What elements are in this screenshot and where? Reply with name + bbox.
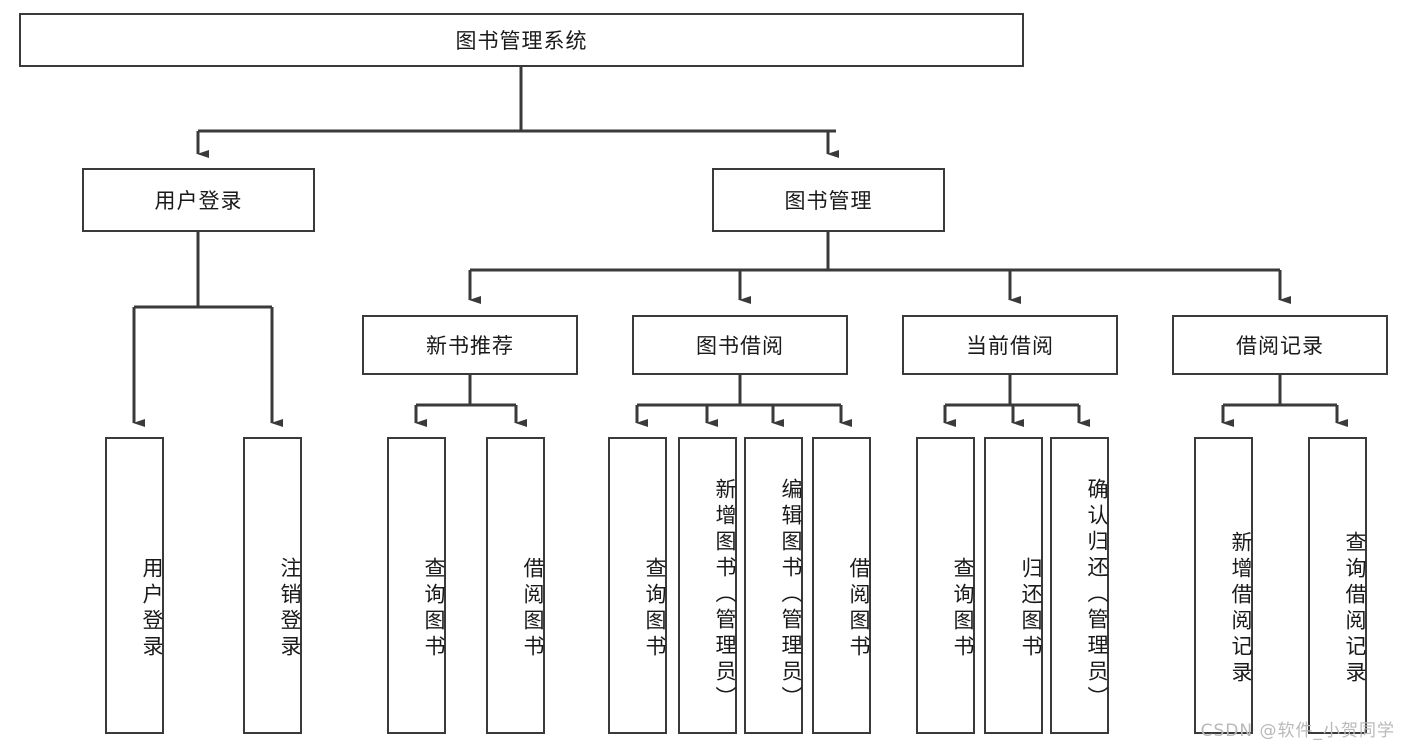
leaf-edit-book[interactable]: 编辑图书（管理员）	[744, 437, 803, 734]
leaf-logout[interactable]: 注销登录	[243, 437, 302, 734]
leaf-add-record[interactable]: 新增借阅记录	[1194, 437, 1253, 734]
csdn-watermark: CSDN @软件_小贺同学	[1200, 721, 1395, 741]
leaf-borrow-book-2[interactable]: 借阅图书	[812, 437, 871, 734]
leaf-query-record[interactable]: 查询借阅记录	[1308, 437, 1367, 734]
leaf-query-book-3[interactable]: 查询图书	[916, 437, 975, 734]
leaf-borrow-book-1[interactable]: 借阅图书	[486, 437, 545, 734]
node-borrow-record[interactable]: 借阅记录	[1172, 315, 1388, 375]
node-user-login[interactable]: 用户登录	[82, 168, 315, 232]
node-root[interactable]: 图书管理系统	[19, 13, 1024, 67]
leaf-return-book[interactable]: 归还图书	[984, 437, 1043, 734]
node-book-borrow[interactable]: 图书借阅	[632, 315, 848, 375]
node-book-manage[interactable]: 图书管理	[712, 168, 945, 232]
leaf-query-book-2[interactable]: 查询图书	[608, 437, 667, 734]
node-new-book-recommend[interactable]: 新书推荐	[362, 315, 578, 375]
leaf-user-login[interactable]: 用户登录	[105, 437, 164, 734]
node-current-borrow[interactable]: 当前借阅	[902, 315, 1118, 375]
leaf-add-book[interactable]: 新增图书（管理员）	[678, 437, 737, 734]
leaf-confirm-return[interactable]: 确认归还（管理员）	[1050, 437, 1109, 734]
leaf-query-book-1[interactable]: 查询图书	[387, 437, 446, 734]
